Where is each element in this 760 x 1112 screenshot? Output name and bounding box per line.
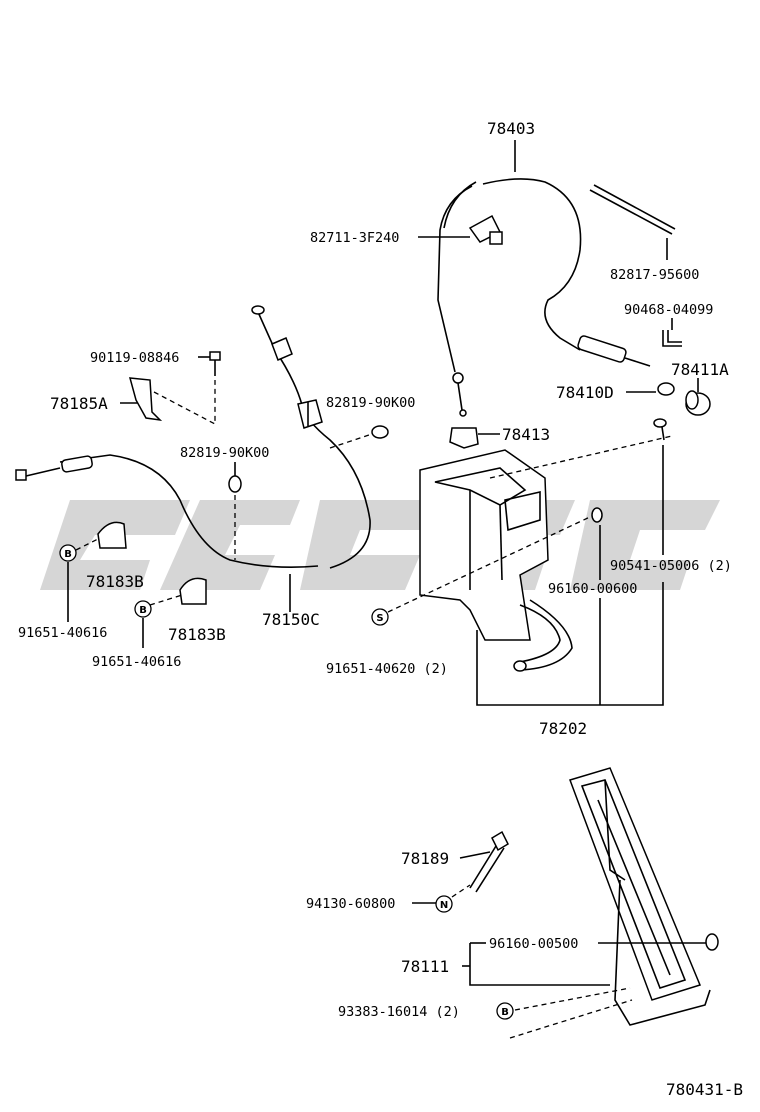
dashed-lines (75, 380, 673, 1039)
diagram-code: 780431-B (666, 1080, 743, 1099)
badge-b3-text: B (501, 1007, 509, 1018)
label-78189: 78189 (401, 849, 449, 868)
label-78111: 78111 (401, 957, 449, 976)
label-82711-3f240: 82711-3F240 (310, 230, 399, 246)
label-78183b-1: 78183B (86, 572, 144, 591)
clamp-82711 (468, 214, 503, 245)
badge-s1-text: S (376, 613, 383, 624)
label-82819-90k00-b: 82819-90K00 (180, 445, 269, 461)
grommet-82819b (228, 475, 242, 493)
badge-b1: B (59, 544, 77, 562)
badge-s1: S (371, 608, 389, 626)
label-90119-08846: 90119-08846 (90, 350, 179, 366)
label-78410d: 78410D (556, 383, 614, 402)
label-90468-04099: 90468-04099 (624, 302, 713, 318)
bolt-90119 (209, 351, 221, 376)
clip-78183b-2 (179, 577, 207, 605)
washer-96160a (591, 507, 603, 523)
label-93383-16014: 93383-16014 (2) (338, 1004, 460, 1020)
label-94130-60800: 94130-60800 (306, 896, 395, 912)
label-82819-90k00-a: 82819-90K00 (326, 395, 415, 411)
nut-78410d (657, 382, 675, 396)
badge-b2: B (134, 600, 152, 618)
label-78185a: 78185A (50, 394, 108, 413)
leader-lines (67, 140, 706, 986)
pedal-78111 (569, 767, 711, 1026)
badge-n1-text: N (440, 900, 448, 911)
label-78150c: 78150C (262, 610, 320, 629)
bracket-78185a (128, 377, 163, 422)
rod-82817 (589, 184, 676, 235)
cable-78150c (15, 305, 371, 569)
label-78202: 78202 (539, 719, 587, 738)
screw-90541 (653, 418, 667, 441)
badge-n1: N (435, 895, 453, 913)
label-91651-40616-b: 91651-40616 (92, 654, 181, 670)
label-96160-00600: 96160-00600 (548, 581, 637, 597)
badge-b2-text: B (139, 605, 147, 616)
grommet-82819a (371, 425, 389, 439)
badge-b1-text: B (64, 549, 72, 560)
label-96160-00500: 96160-00500 (489, 936, 578, 952)
label-78411a: 78411A (671, 360, 729, 379)
bolt-78189 (469, 830, 509, 893)
label-90541-05006: 90541-05006 (2) (610, 558, 732, 574)
washer-96160b (705, 933, 719, 951)
grommet-78413 (449, 427, 479, 449)
clip-78183b-1 (97, 521, 127, 549)
cable-78403 (437, 178, 651, 417)
badge-b3: B (496, 1002, 514, 1020)
cap-78411a (685, 390, 711, 416)
clip-90468 (662, 330, 682, 347)
label-91651-40620: 91651-40620 (2) (326, 661, 448, 677)
label-78403: 78403 (487, 119, 535, 138)
label-78413: 78413 (502, 425, 550, 444)
label-91651-40616-a: 91651-40616 (18, 625, 107, 641)
label-78183b-2: 78183B (168, 625, 226, 644)
label-82817-95600: 82817-95600 (610, 267, 699, 283)
